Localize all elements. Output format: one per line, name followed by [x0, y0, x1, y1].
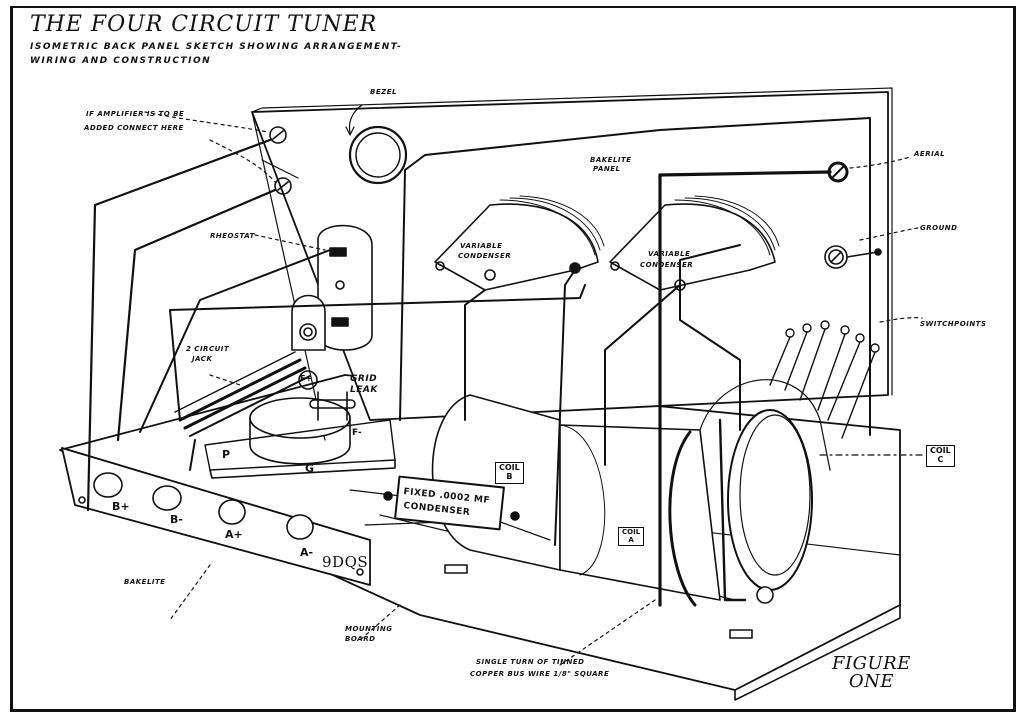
label-coil-a-line2: A	[628, 535, 634, 544]
circuit-jack	[174, 294, 326, 437]
label-var-condenser-1-line1: VARIABLE	[460, 242, 503, 250]
label-amplifier-line1: IF AMPLIFIER IS TO BE	[86, 110, 185, 118]
label-bakelite: BAKELITE	[124, 578, 166, 586]
label-ground: GROUND	[920, 224, 958, 232]
label-var-condenser-1-line2: CONDENSER	[458, 252, 512, 260]
label-mounting-board-line1: MOUNTING	[345, 625, 393, 633]
label-var-condenser-2-line2: CONDENSER	[640, 261, 694, 269]
label-f-plus: F+	[300, 374, 313, 383]
label-bezel: BEZEL	[370, 88, 397, 96]
label-jack-line2: JACK	[192, 355, 213, 363]
diagram-subtitle-line1: ISOMETRIC BACK PANEL SKETCH SHOWING ARRA…	[30, 42, 403, 52]
bezel-ring	[345, 104, 408, 185]
label-coil-c: COIL C	[926, 445, 955, 467]
label-coil-b-line2: B	[506, 471, 513, 481]
callout-leaders	[169, 564, 656, 666]
front-bakelite-strip	[61, 447, 371, 586]
label-aerial: AERIAL	[914, 150, 946, 158]
label-g: G	[305, 462, 315, 475]
drawing-border	[10, 6, 1016, 712]
label-bus-wire-line2: COPPER BUS WIRE 1/8" SQUARE	[470, 670, 610, 678]
terminal-a-minus: A-	[300, 546, 314, 559]
label-grid-leak-line2: LEAK	[350, 385, 378, 395]
signature: 9DQS	[322, 553, 369, 571]
diagram-title: THE FOUR CIRCUIT TUNER	[30, 12, 378, 37]
coil-a	[559, 424, 721, 607]
label-bus-wire-line1: SINGLE TURN OF TINNED	[476, 658, 585, 666]
figure-label-line1: FIGURE	[832, 653, 911, 674]
variable-condenser-2	[609, 195, 780, 291]
label-bakelite-panel-line1: BAKELITE	[590, 156, 632, 164]
terminal-b-minus: B-	[170, 513, 183, 526]
diagram-subtitle-line2: WIRING AND CONSTRUCTION	[30, 56, 212, 66]
label-p: P	[222, 448, 231, 461]
variable-condenser-1	[434, 195, 605, 291]
terminal-a-plus: A+	[225, 528, 243, 541]
terminal-b-plus: B+	[112, 500, 130, 513]
amplifier-posts	[86, 111, 292, 512]
tube-socket	[204, 370, 396, 479]
label-rheostat: RHEOSTAT	[210, 232, 255, 240]
figure-label-line2: ONE	[848, 671, 894, 692]
label-switchpoints: SWITCHPOINTS	[920, 320, 987, 328]
label-coil-a: COIL A	[618, 527, 645, 547]
label-bakelite-panel-line2: PANEL	[593, 165, 621, 173]
terminal-knobs	[93, 472, 314, 540]
fixed-condenser	[383, 475, 520, 531]
label-coil-c-line2: C	[937, 454, 944, 464]
label-grid-leak-line1: GRID	[350, 374, 378, 384]
aerial-ground-posts	[824, 156, 919, 269]
label-coil-b-line1: COIL	[499, 463, 520, 472]
figure-label: FIGURE ONE	[832, 655, 911, 691]
label-coil-c-line1: COIL	[930, 446, 951, 455]
coil-c	[444, 379, 926, 639]
label-f-minus: F-	[352, 428, 362, 438]
label-coil-b: COIL B	[495, 462, 524, 484]
label-var-condenser-2-line1: VARIABLE	[648, 250, 691, 258]
label-coil-a-line1: COIL	[622, 528, 641, 536]
label-jack-line1: 2 CIRCUIT	[186, 345, 230, 353]
label-amplifier-line2: ADDED CONNECT HERE	[84, 124, 184, 132]
label-mounting-board-line2: BOARD	[345, 635, 376, 643]
